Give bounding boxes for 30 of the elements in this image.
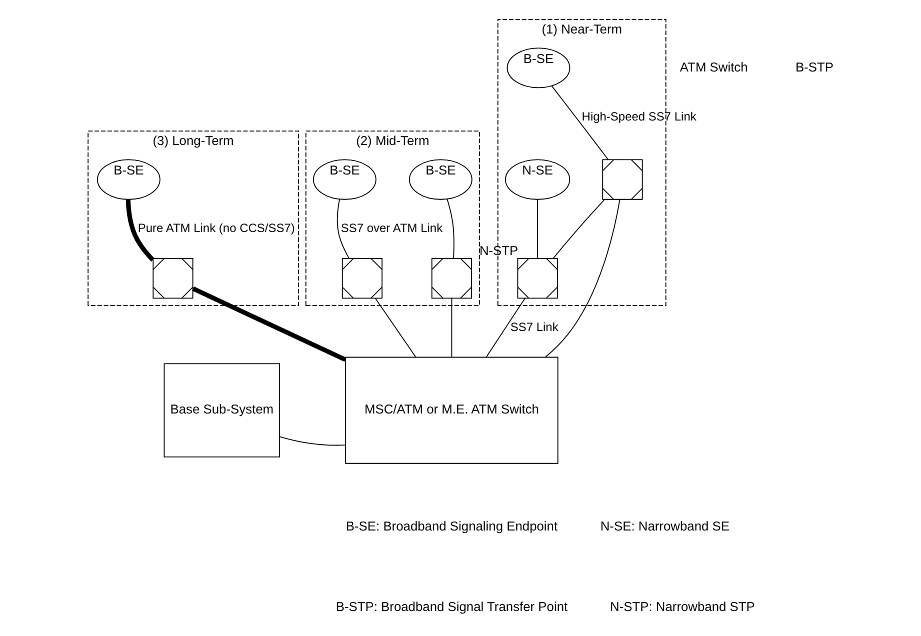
- label: B-STP: Broadband Signal Transfer Point: [336, 598, 568, 614]
- node-box: MSC/ATM or M.E. ATM Switch: [345, 356, 558, 464]
- connector: [279, 436, 346, 446]
- connector: [126, 199, 155, 262]
- edge-label: High-Speed SS7 Link: [582, 109, 696, 124]
- node-ellipse: B-SE: [312, 159, 376, 200]
- connector: [451, 298, 452, 358]
- edge-label: Pure ATM Link (no CCS/SS7): [138, 221, 295, 236]
- label: N-SE: Narrowband SE: [600, 518, 730, 534]
- node-ellipse: B-SE: [506, 48, 570, 88]
- connector: [336, 198, 350, 259]
- connector: [446, 198, 454, 259]
- node-label: N-STP: [479, 242, 518, 258]
- node-ellipse: B-SE: [408, 159, 472, 200]
- label: B-SE: Broadband Signaling Endpoint: [346, 518, 558, 534]
- label: ATM Switch: [680, 59, 748, 74]
- connector: [552, 199, 605, 259]
- connector: [551, 86, 609, 160]
- label: B-STP: [795, 59, 834, 74]
- connector: [544, 199, 620, 358]
- connector: [374, 298, 416, 358]
- node-box: Base Sub-System: [164, 363, 280, 458]
- connector: [486, 298, 526, 358]
- node-ellipse: B-SE: [96, 159, 160, 200]
- edge-label: SS7 over ATM Link: [340, 221, 443, 236]
- label: N-STP: Narrowband STP: [610, 598, 755, 614]
- node-ellipse: N-SE: [504, 159, 570, 200]
- edge-label: SS7 Link: [510, 320, 558, 334]
- connector: [192, 286, 346, 362]
- connector: [537, 199, 538, 259]
